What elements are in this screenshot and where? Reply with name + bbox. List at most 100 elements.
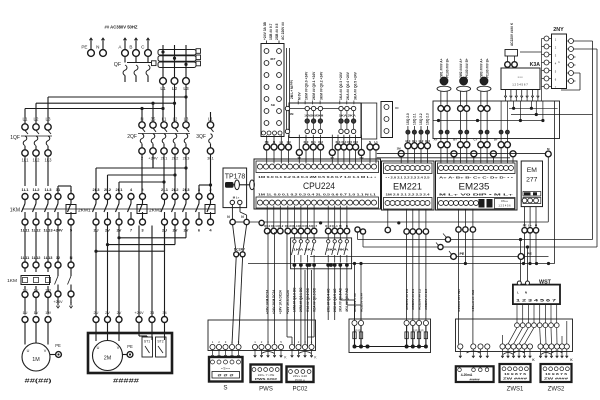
svg-text:D+: D+ — [494, 138, 498, 142]
svg-text:2W2 #### A+: 2W2 #### A+ — [459, 58, 463, 78]
svg-text:EM221: EM221 — [393, 182, 422, 192]
svg-text:U: U — [27, 349, 30, 353]
svg-text:K3A: K3A — [530, 62, 541, 68]
svg-text:1KA 2KA: 1KA 2KA — [293, 247, 316, 251]
svg-text:+24V 1KA DC24: +24V 1KA DC24 — [279, 290, 283, 314]
svg-text:R R R R: R R R R — [412, 329, 424, 333]
svg-text:4-20mA ##- IN2: 4-20mA ##- IN2 — [471, 290, 475, 312]
svg-text:K: K — [284, 356, 287, 360]
svg-text:▪ S ▪ ▪: ▪ S ▪ ▪ — [221, 367, 229, 371]
svg-text:1W: 1W — [45, 310, 51, 315]
svg-text:1: 1 — [254, 340, 256, 344]
svg-text:B: B — [129, 45, 132, 50]
svg-text:1: 1 — [212, 340, 214, 344]
svg-text:1SQ 2.2: 1SQ 2.2 — [419, 113, 423, 125]
svg-text:N: N — [241, 215, 244, 219]
svg-text:1: 1 — [558, 60, 560, 64]
svg-text:N: N — [227, 215, 230, 219]
svg-text:1M: 1M — [32, 357, 40, 363]
svg-text:1SQ 2.3: 1SQ 2.3 — [426, 113, 430, 125]
svg-text:1: 1 — [555, 38, 557, 42]
svg-text:3: 3 — [225, 340, 227, 344]
svg-text:N: N — [96, 45, 99, 50]
svg-text:+24V 2KA DC24: +24V 2KA DC24 — [286, 290, 290, 314]
svg-text:6: 6 — [555, 78, 557, 82]
svg-text:L3: L3 — [46, 117, 51, 122]
svg-text:# # #: # # # — [218, 374, 234, 378]
svg-text:4: 4 — [555, 62, 557, 66]
svg-text:M L+: M L+ — [233, 195, 240, 199]
svg-text:3KM ## Q0.2 +24V: 3KM ## Q0.2 +24V — [320, 71, 324, 100]
svg-text:AC220V ## 2.2: AC220V ## 2.2 — [417, 289, 421, 310]
svg-text:4-20mA ##+ IN1: 4-20mA ##+ IN1 — [457, 289, 461, 312]
svg-text:AC220V ## 2.1: AC220V ## 2.1 — [411, 289, 415, 310]
svg-text:1KM ## Q0.0 +24V: 1KM ## Q0.0 +24V — [305, 71, 309, 100]
svg-text:2: 2 — [555, 46, 557, 50]
svg-text:277: 277 — [526, 177, 538, 184]
svg-text:DC24V: DC24V — [234, 248, 246, 252]
svg-text:1KA ## Q0.3 +24V: 1KA ## Q0.3 +24V — [339, 71, 343, 100]
svg-text:24V+ 4-20: 24V+ 4-20 — [293, 374, 307, 378]
svg-text:R R: R R — [355, 329, 361, 333]
svg-text:33: 33 — [150, 310, 154, 315]
svg-text:35: 35 — [151, 117, 156, 122]
svg-text:M 0V: M 0V — [298, 92, 302, 100]
svg-text:3QF: 3QF — [196, 134, 206, 140]
svg-text:+24V 3A 3B: +24V 3A 3B — [263, 21, 267, 40]
svg-text:U: U — [97, 346, 100, 350]
svg-text:C: C — [141, 45, 145, 50]
svg-text:5: 5 — [238, 340, 240, 344]
svg-text:2W1 #### A+: 2W1 #### A+ — [440, 58, 444, 78]
svg-text:1M 0.0 0.1 0.2 0.3 0.4 2M 0.5: 1M 0.0 0.1 0.2 0.3 0.4 2M 0.5 0.6 0.7 1.… — [258, 175, 376, 179]
svg-text:V: V — [44, 349, 47, 353]
svg-text:A+: A+ — [434, 138, 438, 142]
svg-text:L1: L1 — [162, 117, 167, 122]
svg-text:PE: PE — [55, 343, 61, 348]
svg-text:1M 1L 0.0 0.1 0.2 0.3 0.4 2L 0: 1M 1L 0.0 0.1 0.2 0.3 0.4 2L 0.5 0.6 0.7… — [258, 192, 376, 196]
svg-text:1 2 3 4 5 6 7: 1 2 3 4 5 6 7 — [516, 299, 556, 303]
svg-text:6: 6 — [198, 228, 201, 233]
svg-text:2KM ## Q0.1 +24V: 2KM ## Q0.1 +24V — [312, 71, 316, 100]
svg-text:AC220V ## 2.3: AC220V ## 2.3 — [424, 289, 428, 310]
svg-text:3: 3 — [141, 228, 144, 233]
svg-text:L+: L+ — [528, 224, 532, 228]
svg-text:Pt100 ### B+: Pt100 ### B+ — [465, 58, 469, 78]
svg-text:▪ ▪ ▪: ▪ ▪ ▪ — [518, 75, 523, 79]
svg-text:AC220V N ##: AC220V N ## — [359, 293, 363, 312]
svg-text:2KM2: 2KM2 — [149, 208, 162, 214]
svg-text:B+: B+ — [453, 138, 457, 142]
svg-text:2: 2 — [261, 340, 263, 344]
svg-text:2V: 2V — [117, 310, 122, 315]
svg-text:RF: RF — [395, 106, 399, 110]
svg-text:3KT: 3KT — [270, 57, 276, 61]
svg-text:ZW ####: ZW #### — [503, 377, 528, 381]
svg-text:K: K — [570, 358, 573, 362]
svg-text:M: M — [547, 147, 550, 151]
svg-text:######: ###### — [469, 377, 479, 381]
svg-text:AC220V ## 2.0: AC220V ## 2.0 — [405, 289, 409, 310]
svg-text:2M: 2M — [104, 356, 112, 362]
svg-text:1 2 3 4 5 6: 1 2 3 4 5 6 — [498, 204, 511, 208]
svg-text:1KM: 1KM — [10, 208, 20, 214]
svg-text:N: N — [369, 140, 371, 144]
svg-text:2W3 #### A+: 2W3 #### A+ — [480, 58, 484, 78]
svg-text:1SQ 2.1: 1SQ 2.1 — [413, 113, 417, 125]
svg-text:M: M — [535, 224, 538, 228]
svg-text:N: N — [140, 117, 143, 122]
svg-text:AC220V #### K: AC220V #### K — [510, 22, 514, 46]
svg-text:L2: L2 — [173, 117, 178, 122]
svg-text:2NY: 2NY — [553, 27, 564, 33]
svg-text:1SQ 2.0: 1SQ 2.0 — [406, 113, 410, 125]
svg-text:L: L — [517, 291, 519, 295]
svg-text:2: 2 — [218, 340, 220, 344]
svg-text:PWS: PWS — [259, 387, 273, 393]
svg-text:2: 2 — [298, 340, 300, 344]
svg-text:PE: PE — [523, 224, 527, 228]
svg-text:CPU224: CPU224 — [303, 181, 335, 191]
svg-text:1KM2KM3KM: 1KM2KM3KM — [304, 115, 323, 118]
svg-text:1M: 1M — [290, 112, 294, 116]
svg-text:AC 220V ##: AC 220V ## — [281, 22, 285, 40]
svg-text:AC220V L ##: AC220V L ## — [353, 293, 357, 312]
svg-text:1QF: 1QF — [10, 135, 20, 141]
svg-text:1L11: 1L11 — [21, 255, 30, 260]
